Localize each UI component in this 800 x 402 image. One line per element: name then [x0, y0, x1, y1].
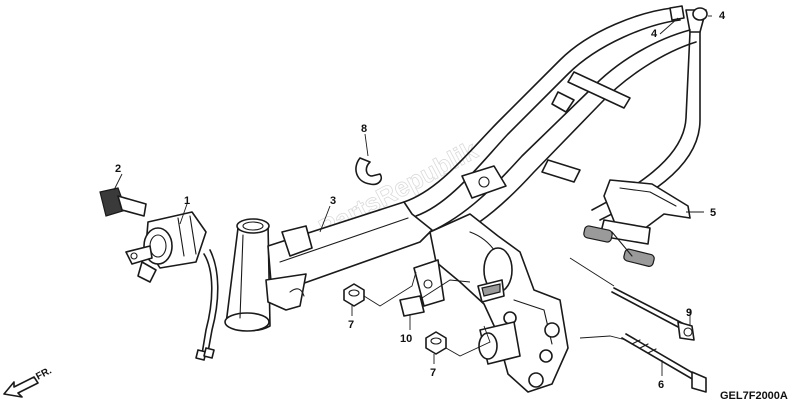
leader-lines: [113, 15, 712, 376]
callout-8: 8: [361, 123, 367, 135]
bolt-part-9: [611, 287, 695, 341]
callout-7-lower: 7: [430, 367, 436, 379]
front-direction-arrow: FR.: [3, 365, 54, 398]
callout-3: 3: [330, 195, 336, 207]
nut-7-upper: [343, 283, 365, 307]
nut-7-lower: [425, 331, 447, 355]
diagram-code: GEL7F2000A: [720, 390, 788, 402]
callout-1: 1: [184, 195, 190, 207]
ignition-switch-part-1: [125, 211, 219, 361]
callout-10: 10: [400, 333, 412, 345]
callout-4-left: 4: [651, 28, 658, 40]
harness-band-part-8: [355, 157, 383, 186]
cap-4-left: [669, 5, 685, 21]
callout-4-right: 4: [719, 10, 726, 22]
callout-6: 6: [658, 379, 664, 391]
callout-7-upper: 7: [348, 319, 354, 331]
step-bar-bracket: [583, 179, 691, 267]
frame-body: [224, 7, 707, 393]
cap-4-right: [692, 7, 708, 21]
ignition-cap-part-2: [99, 187, 147, 217]
bolt-part-6: [621, 333, 707, 393]
callout-5: 5: [710, 207, 716, 219]
callout-9: 9: [686, 307, 692, 319]
clip-part-10: [399, 295, 425, 317]
direction-label: FR.: [34, 365, 54, 382]
callout-2: 2: [115, 163, 121, 175]
